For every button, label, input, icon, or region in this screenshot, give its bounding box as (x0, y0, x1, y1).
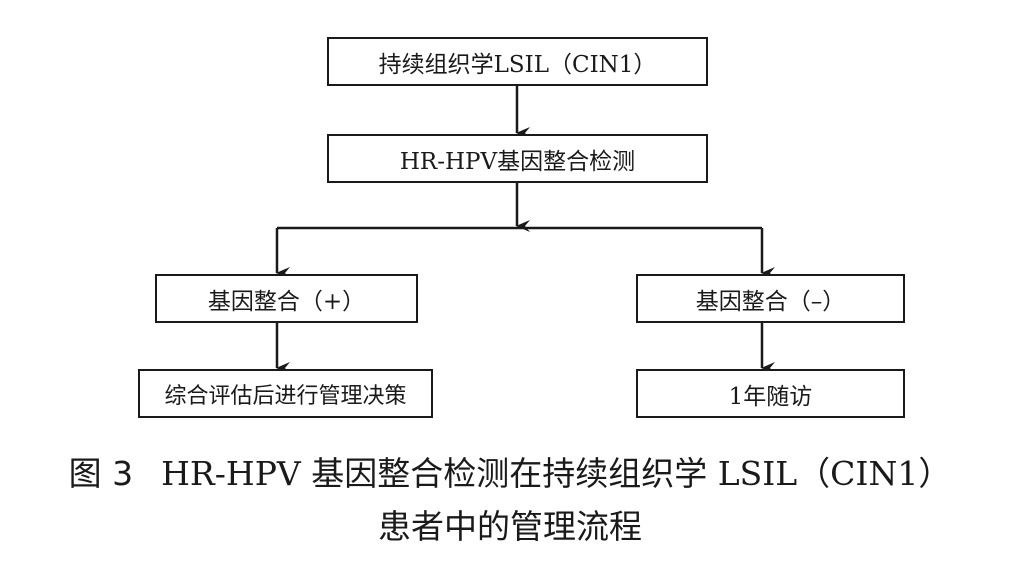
node-persistent-lsil: 持续组织学LSIL（CIN1） (327, 37, 708, 86)
figure-label: 图 3 (68, 454, 134, 493)
node-hpv-integration-test: HR-HPV基因整合检测 (327, 134, 708, 183)
node-one-year-followup-label: 1年随访 (728, 383, 813, 410)
node-persistent-lsil-label: 持续组织学LSIL（CIN1） (378, 51, 657, 78)
figure-caption-text-1: HR-HPV 基因整合检测在持续组织学 LSIL（CIN1） (161, 454, 952, 493)
figure-caption-line-1: 图 3 HR-HPV 基因整合检测在持续组织学 LSIL（CIN1） (0, 447, 1020, 495)
node-integration-negative-label: 基因整合（–） (695, 288, 846, 315)
node-comprehensive-assessment-label: 综合评估后进行管理决策 (164, 383, 407, 409)
node-comprehensive-assessment: 综合评估后进行管理决策 (138, 369, 433, 418)
node-integration-negative: 基因整合（–） (636, 274, 905, 323)
node-integration-positive: 基因整合（+） (155, 274, 418, 323)
node-integration-positive-label: 基因整合（+） (207, 288, 366, 315)
figure-caption-text-2: 患者中的管理流程 (378, 507, 642, 546)
node-hpv-integration-test-label: HR-HPV基因整合检测 (399, 148, 636, 175)
node-one-year-followup: 1年随访 (636, 369, 905, 418)
figure-caption-line-2: 患者中的管理流程 (0, 500, 1020, 548)
